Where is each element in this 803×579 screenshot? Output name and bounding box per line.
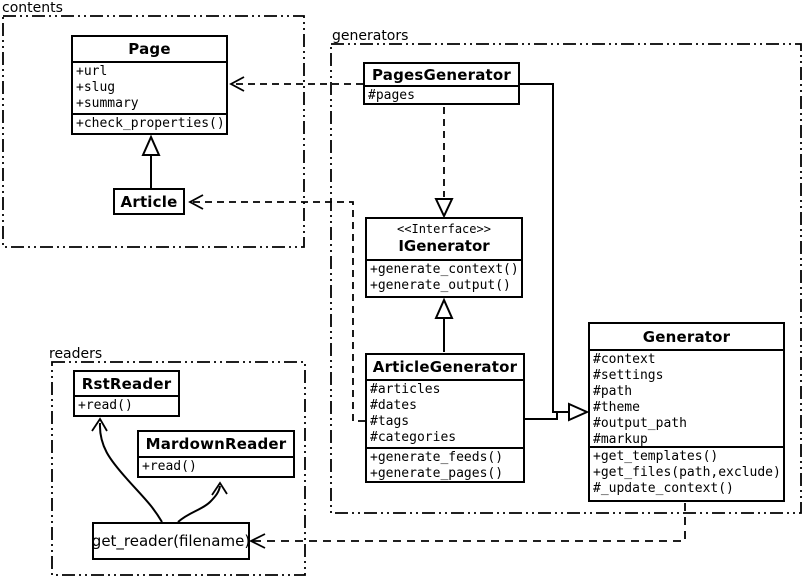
method: +check_properties() [76,116,225,131]
class-pagesgenerator: PagesGenerator #pages [363,62,520,105]
method: #_update_context() [593,481,734,496]
package-generators-border [330,43,802,514]
inheritance-triangle-page [141,134,161,156]
class-articlegenerator-attrs: #articles #dates #tags #categories [367,381,523,449]
edge-articlegenerator-article [193,201,365,422]
attr: #theme [593,400,640,415]
method: +get_files(path,exclude) [593,465,781,480]
class-pagesgenerator-attrs: #pages [365,87,518,103]
package-contents-border [2,15,305,248]
attr: #context [593,352,656,367]
package-label-generators: generators [332,28,409,44]
open-arrowhead-mardownreader [211,481,228,496]
class-generator-title: Generator [590,324,783,351]
class-mardownreader-title: MardownReader [139,432,293,458]
class-articlegenerator-title: ArticleGenerator [367,355,523,381]
edge-articlegenerator-generator [525,412,558,420]
class-pagesgenerator-title: PagesGenerator [365,64,518,87]
realization-triangle-igenerator [434,198,454,219]
class-rstreader-methods: +read() [75,397,178,415]
edge-getreader-rstreader [98,422,163,523]
open-arrowhead-article [188,194,204,210]
method: +generate_pages() [370,466,504,481]
open-arrowhead-getreader [248,533,266,549]
attr: #categories [370,430,457,445]
class-generator-attrs: #context #settings #path #theme #output_… [590,351,783,448]
attr: #pages [368,88,415,103]
class-generator: Generator #context #settings #path #them… [588,322,785,502]
inheritance-triangle-generator [568,402,590,422]
edge-generator-getreader [253,503,686,542]
function-get-reader-label: get_reader(filename) [91,532,251,550]
method: +generate_context() [370,262,519,277]
attr: #path [593,384,633,399]
attr: #tags [370,414,410,429]
class-article-title: Article [120,192,178,211]
class-page-title: Page [73,37,226,63]
package-label-readers: readers [49,346,103,362]
edge-pagesgenerator-generator [520,83,568,413]
class-article: Article [113,188,185,215]
class-page-methods: +check_properties() [73,115,226,133]
method: +get_templates() [593,449,719,464]
package-readers-border [51,361,306,576]
attr: +summary [76,96,139,111]
class-generator-methods: +get_templates() +get_files(path,exclude… [590,448,783,500]
class-rstreader-title: RstReader [75,372,178,397]
attr: #markup [593,432,648,447]
package-label-contents: contents [2,0,63,16]
attr: #dates [370,398,417,413]
edge-getreader-mardownreader [177,485,221,523]
open-arrowhead-page [229,76,245,92]
class-igenerator-title: IGenerator [398,237,490,255]
class-igenerator: <<Interface>> IGenerator +generate_conte… [365,217,523,298]
class-page-attrs: +url +slug +summary [73,63,226,115]
attr: #articles [370,382,441,397]
attr: +slug [76,80,116,95]
method: +generate_output() [370,278,511,293]
class-articlegenerator: ArticleGenerator #articles #dates #tags … [365,353,525,483]
class-igenerator-methods: +generate_context() +generate_output() [367,261,521,296]
class-igenerator-header: <<Interface>> IGenerator [367,219,521,261]
function-get-reader: get_reader(filename) [92,522,250,560]
method: +read() [142,459,197,474]
class-igenerator-stereotype: <<Interface>> [397,222,491,236]
class-mardownreader-methods: +read() [139,458,293,476]
method: +read() [78,398,133,413]
method: +generate_feeds() [370,450,504,465]
inheritance-triangle-igenerator [434,297,454,319]
attr: +url [76,64,108,79]
attr: #output_path [593,416,687,431]
class-articlegenerator-methods: +generate_feeds() +generate_pages() [367,449,523,481]
class-mardownreader: MardownReader +read() [137,430,295,478]
class-rstreader: RstReader +read() [73,370,180,417]
class-page: Page +url +slug +summary +check_properti… [71,35,228,135]
open-arrowhead-rstreader [91,417,108,432]
attr: #settings [593,368,664,383]
